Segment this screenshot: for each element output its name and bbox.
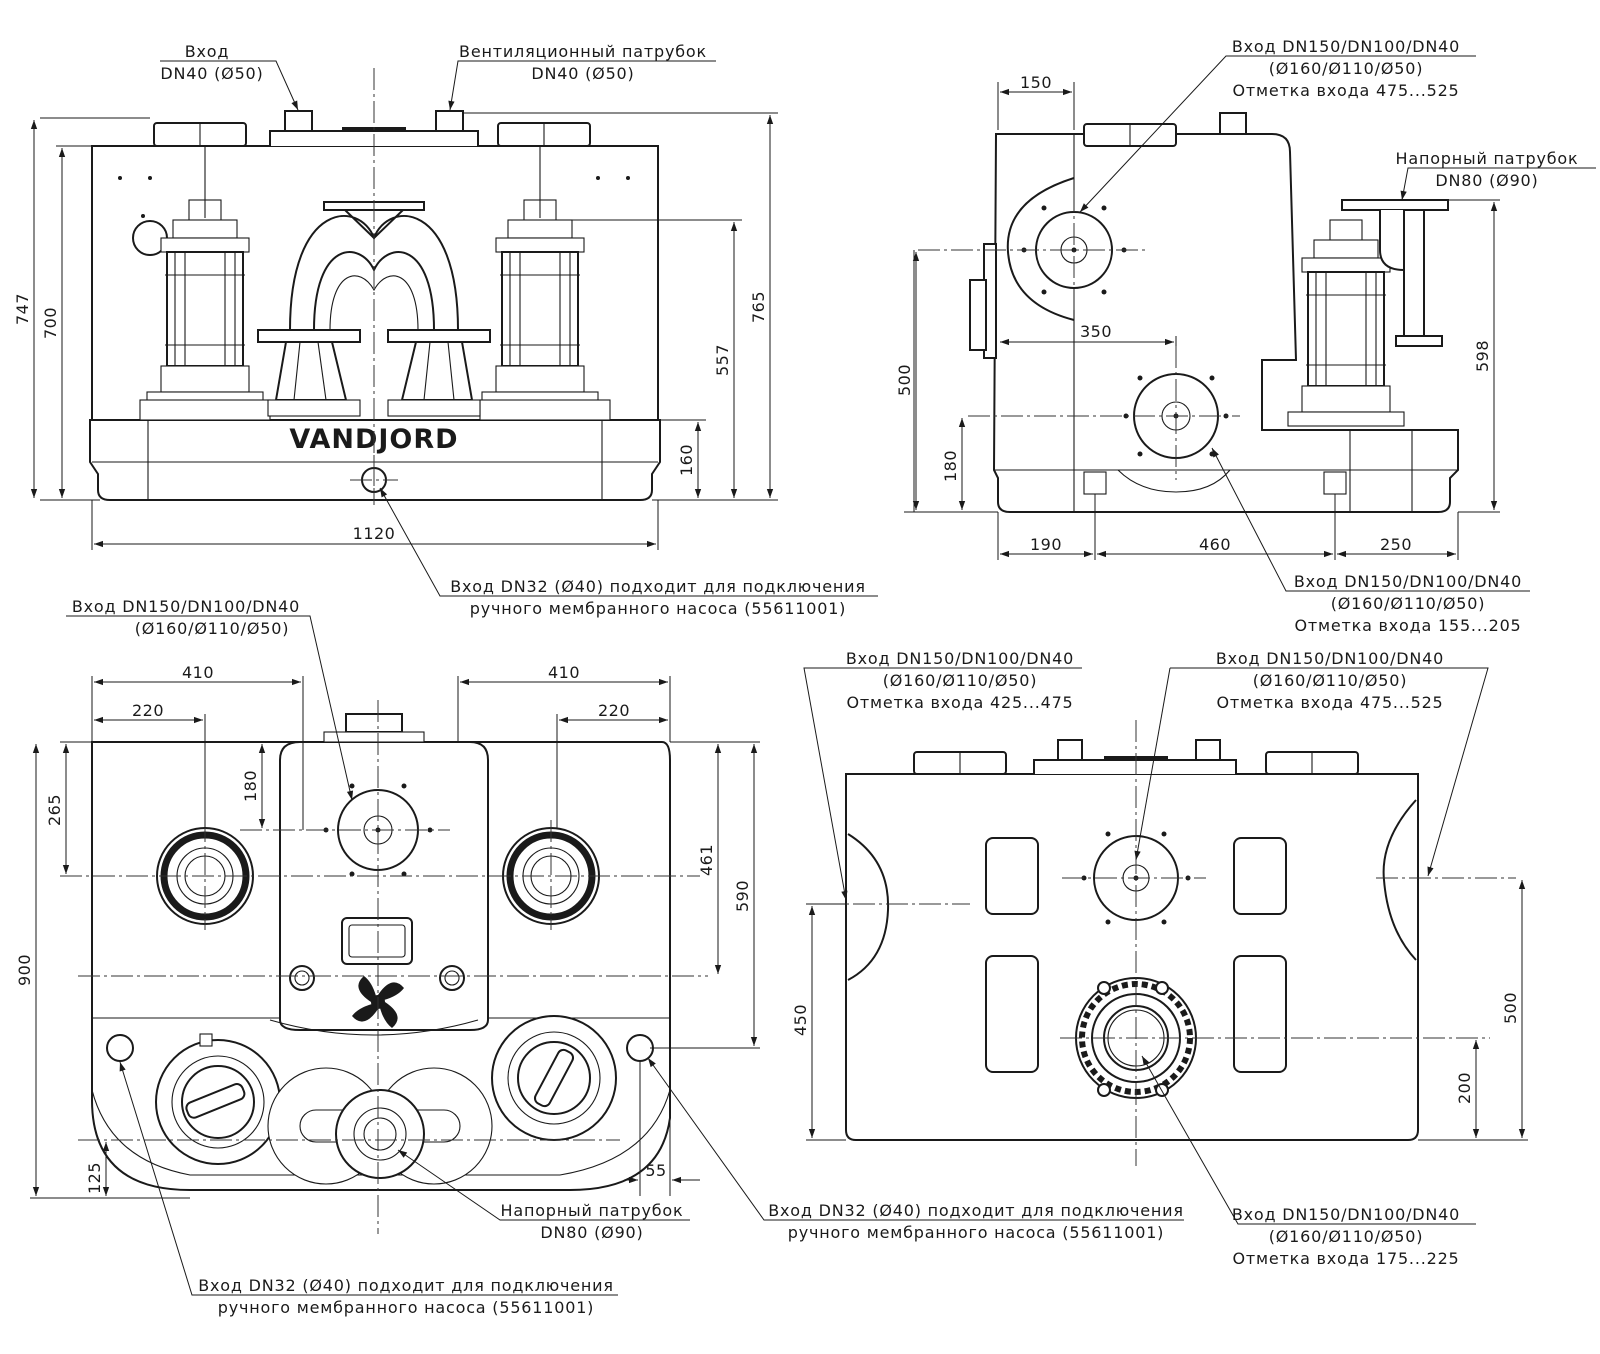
callout-rear-inlet-bottom-l1: Вход DN150/DN100/DN40 [1232, 1205, 1460, 1224]
dim-side-150: 150 [1020, 73, 1052, 92]
callout-side-discharge-l2: DN80 (Ø90) [1435, 171, 1538, 190]
callout-top-dn32-right-l1: Вход DN32 (Ø40) подходит для подключения [768, 1201, 1184, 1220]
callout-rear-inlet-bottom-l3: Отметка входа 175...225 [1232, 1249, 1459, 1268]
callout-front-dn32-l1: Вход DN32 (Ø40) подходит для подключения [450, 577, 866, 596]
callout-rear-inlet-left-l2: (Ø160/Ø110/Ø50) [883, 671, 1037, 690]
callout-top-dn32-left-l2: ручного мембранного насоса (55611001) [218, 1298, 594, 1317]
callout-side-inlet-top-l2: (Ø160/Ø110/Ø50) [1269, 59, 1423, 78]
callout-top-discharge-l1: Напорный патрубок [501, 1201, 684, 1220]
callout-top-dn32-left-l1: Вход DN32 (Ø40) подходит для подключения [198, 1276, 614, 1295]
dim-side-190: 190 [1030, 535, 1062, 554]
dim-front-765: 765 [749, 291, 768, 323]
dim-top-590: 590 [733, 880, 752, 912]
dim-top-410a: 410 [182, 663, 214, 682]
callout-rear-inlet-bottom-l2: (Ø160/Ø110/Ø50) [1269, 1227, 1423, 1246]
dim-top-220a: 220 [132, 701, 164, 720]
dim-front-160: 160 [677, 444, 696, 476]
callout-side-discharge-l1: Напорный патрубок [1396, 149, 1579, 168]
dim-front-747: 747 [13, 293, 32, 325]
callout-rear-inlet-right-l3: Отметка входа 475...525 [1216, 693, 1443, 712]
dim-side-460: 460 [1199, 535, 1231, 554]
callout-vent-l1: Вентиляционный патрубок [459, 42, 707, 61]
callout-top-inlet-l2: (Ø160/Ø110/Ø50) [135, 619, 289, 638]
callout-inlet-dn40-l1: Вход [185, 42, 230, 61]
callout-rear-inlet-left-l1: Вход DN150/DN100/DN40 [846, 649, 1074, 668]
dim-top-180: 180 [241, 770, 260, 802]
callout-side-inlet-bottom-l1: Вход DN150/DN100/DN40 [1294, 572, 1522, 591]
callout-rear-inlet-left-l3: Отметка входа 425...475 [846, 693, 1073, 712]
dim-rear-500: 500 [1501, 992, 1520, 1024]
callout-side-inlet-bottom-l3: Отметка входа 155...205 [1294, 616, 1521, 635]
callout-top-discharge-l2: DN80 (Ø90) [540, 1223, 643, 1242]
dim-side-500: 500 [895, 364, 914, 396]
callout-side-inlet-top-l3: Отметка входа 475...525 [1232, 81, 1459, 100]
dim-top-900: 900 [15, 954, 34, 986]
dim-rear-450: 450 [791, 1004, 810, 1036]
rear-view: 450 500 200 Вход DN150/DN100/DN40 (Ø160/… [791, 649, 1528, 1268]
dim-front-1120: 1120 [353, 524, 396, 543]
dim-top-55: 55 [645, 1161, 666, 1180]
dim-front-557: 557 [713, 344, 732, 376]
side-view: 150 350 500 180 598 190 460 250 Вход DN1… [895, 37, 1596, 635]
front-tank-base [89, 419, 661, 501]
callout-rear-inlet-right-l1: Вход DN150/DN100/DN40 [1216, 649, 1444, 668]
dim-side-350: 350 [1080, 322, 1112, 341]
dim-top-410b: 410 [548, 663, 580, 682]
side-tank [992, 133, 1459, 513]
callout-side-inlet-bottom-l2: (Ø160/Ø110/Ø50) [1331, 594, 1485, 613]
callout-front-dn32-l2: ручного мембранного насоса (55611001) [470, 599, 846, 618]
dim-rear-200: 200 [1455, 1072, 1474, 1104]
dim-side-598: 598 [1473, 340, 1492, 372]
dim-side-180: 180 [941, 450, 960, 482]
dim-top-265: 265 [45, 794, 64, 826]
callout-side-inlet-top-l1: Вход DN150/DN100/DN40 [1232, 37, 1460, 56]
front-view: VANDJORD 747 700 765 557 160 1120 Вход D… [13, 42, 878, 618]
callout-inlet-dn40-l2: DN40 (Ø50) [160, 64, 263, 83]
dim-top-220b: 220 [598, 701, 630, 720]
callout-top-dn32-right-l2: ручного мембранного насоса (55611001) [788, 1223, 1164, 1242]
dim-top-461: 461 [697, 844, 716, 876]
dim-top-125: 125 [85, 1162, 104, 1194]
callout-top-inlet-l1: Вход DN150/DN100/DN40 [72, 597, 300, 616]
top-view: 410 220 410 220 265 900 180 461 590 125 … [15, 597, 1184, 1317]
callout-rear-inlet-right-l2: (Ø160/Ø110/Ø50) [1253, 671, 1407, 690]
callout-vent-l2: DN40 (Ø50) [531, 64, 634, 83]
dim-side-250: 250 [1380, 535, 1412, 554]
dim-front-700: 700 [41, 307, 60, 339]
